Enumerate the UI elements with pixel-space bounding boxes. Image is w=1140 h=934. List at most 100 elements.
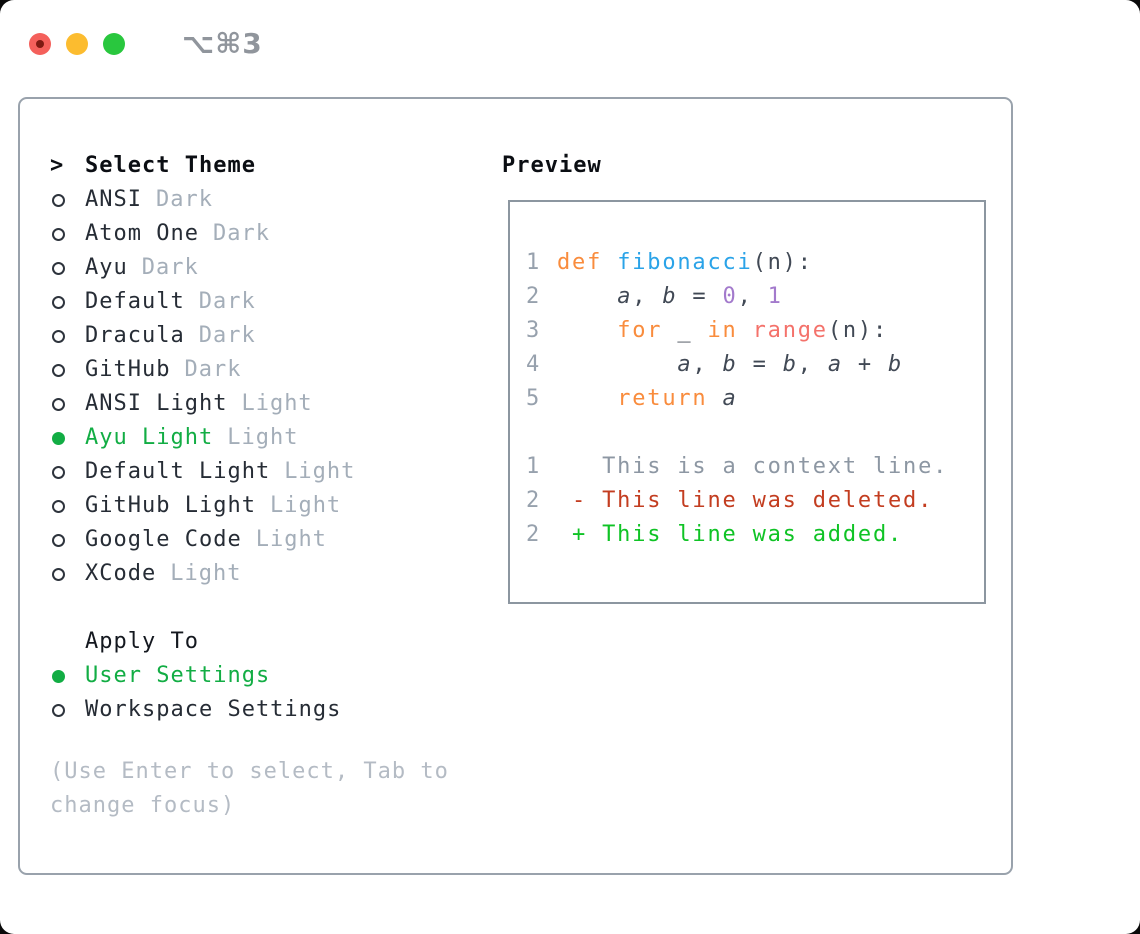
code-token-pl: _ [677, 318, 708, 343]
theme-name: Default [85, 289, 185, 314]
theme-variant-tag: Light [241, 391, 313, 416]
apply-option-label: User Settings [85, 663, 271, 688]
line-number: 2 [526, 284, 542, 309]
code-line: 2 + This line was added. [526, 518, 984, 552]
code-token-pl: (n): [752, 250, 813, 275]
code-line: 3 for _ in range(n): [526, 314, 984, 348]
radio-selected-icon [52, 669, 65, 683]
code-token-var: b [782, 352, 798, 377]
code-token-var: a [827, 352, 843, 377]
code-line: 2 - This line was deleted. [526, 484, 984, 518]
code-token-num: 1 [767, 284, 783, 309]
theme-name: XCode [85, 561, 157, 586]
code-token-pl: , [737, 284, 768, 309]
theme-variant-tag: Light [284, 459, 356, 484]
radio-unselected-icon [52, 193, 65, 207]
code-token-pl [557, 280, 617, 314]
code-token-pl: , [797, 352, 828, 377]
radio-unselected-icon [52, 261, 65, 275]
code-token-del: - This line was deleted. [557, 488, 934, 513]
line-number: 2 [526, 488, 542, 513]
code-token-var: a [617, 284, 633, 309]
theme-option-ansi-light[interactable]: ANSI Light Light [50, 387, 490, 421]
code-token-var: b [662, 284, 678, 309]
theme-list-title: Select Theme [85, 153, 256, 178]
line-number: 1 [526, 250, 542, 275]
line-number: 2 [526, 522, 542, 547]
code-token-kw: return [617, 386, 723, 411]
code-token-kw: for [617, 318, 678, 343]
theme-name: Dracula [85, 323, 185, 348]
code-token-pl: , [632, 284, 663, 309]
theme-option-default[interactable]: Default Dark [50, 285, 490, 319]
minimize-button-icon[interactable] [66, 32, 88, 55]
theme-variant-tag: Dark [212, 221, 270, 246]
theme-name: ANSI Light [85, 391, 228, 416]
code-token-kw: in [707, 318, 753, 343]
radio-unselected-icon [52, 227, 65, 241]
theme-name: Atom One [85, 221, 199, 246]
theme-option-github-light[interactable]: GitHub Light Light [50, 489, 490, 523]
theme-name: Default Light [85, 459, 271, 484]
theme-name: Ayu Light [85, 425, 214, 450]
apply-option-label: Workspace Settings [85, 697, 342, 722]
code-token-pl: (n): [827, 318, 889, 343]
theme-option-ayu-light[interactable]: Ayu Light Light [50, 421, 490, 455]
close-button-icon[interactable] [29, 32, 51, 55]
code-token-pl [557, 314, 617, 348]
radio-unselected-icon [52, 329, 65, 343]
theme-variant-tag: Light [227, 425, 299, 450]
code-line [526, 416, 984, 450]
line-number: 4 [526, 352, 542, 377]
code-token-num: 0 [722, 284, 738, 309]
line-number: 5 [526, 386, 542, 411]
apply-option-workspace-settings[interactable]: Workspace Settings [50, 693, 490, 727]
theme-option-default-light[interactable]: Default Light Light [50, 455, 490, 489]
code-token-fn: fibonacci [617, 250, 753, 275]
apply-to-header: Apply To [85, 629, 199, 654]
preview-title: Preview [502, 153, 602, 178]
code-token-add: + This line was added. [557, 522, 904, 547]
radio-unselected-icon [52, 363, 65, 377]
theme-name: ANSI [85, 187, 142, 212]
theme-option-atom-one[interactable]: Atom One Dark [50, 217, 490, 251]
zoom-button-icon[interactable] [103, 32, 125, 55]
theme-variant-tag: Dark [198, 289, 256, 314]
code-line: 2 a, b = 0, 1 [526, 280, 984, 314]
code-token-kw: def [557, 250, 618, 275]
line-number [526, 416, 557, 450]
code-line: 4 a, b = b, a + b [526, 348, 984, 382]
code-token-var: a [722, 386, 738, 411]
theme-option-xcode[interactable]: XCode Light [50, 557, 490, 591]
window-title: ⌥⌘3 [182, 27, 263, 60]
code-line: 1 This is a context line. [526, 450, 984, 484]
theme-list-header: > Select Theme [50, 149, 490, 183]
theme-name: GitHub Light [85, 493, 256, 518]
radio-unselected-icon [52, 533, 65, 547]
theme-variant-tag: Light [269, 493, 342, 518]
line-number: 1 [526, 454, 542, 479]
theme-variant-tag: Light [170, 561, 242, 586]
cursor-prompt-icon: > [50, 153, 65, 178]
line-number: 3 [526, 318, 542, 343]
radio-unselected-icon [52, 703, 65, 717]
code-token-pl: = [737, 352, 783, 377]
theme-variant-tag: Light [255, 527, 327, 552]
radio-selected-icon [52, 431, 65, 445]
radio-unselected-icon [52, 397, 65, 411]
radio-unselected-icon [52, 295, 65, 309]
apply-option-user-settings[interactable]: User Settings [50, 659, 490, 693]
radio-unselected-icon [52, 567, 65, 581]
theme-name: Ayu [85, 255, 128, 280]
titlebar: ⌥⌘3 [29, 27, 263, 60]
